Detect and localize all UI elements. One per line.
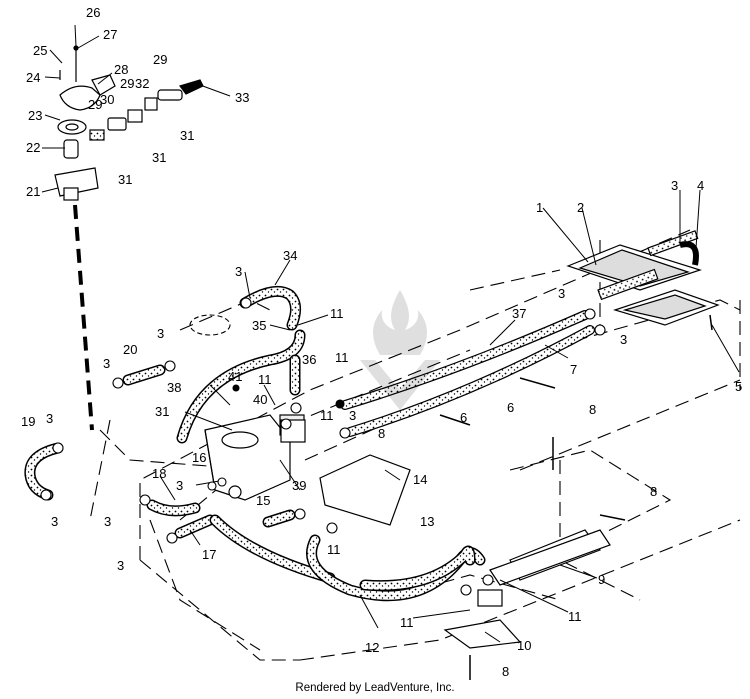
callout-label: 41 <box>228 369 242 384</box>
callout-label: 24 <box>26 70 40 85</box>
callout-label: 33 <box>235 90 249 105</box>
callout-label: 3 <box>103 356 110 371</box>
callout-label: 3 <box>104 514 111 529</box>
callout-label: 9 <box>598 572 605 587</box>
bolts <box>439 314 713 680</box>
hoses <box>24 285 595 602</box>
callout-label: 32 <box>135 76 149 91</box>
callout-label: 29 <box>88 97 102 112</box>
dashed-connector <box>73 204 94 431</box>
callout-label: 39 <box>292 478 306 493</box>
callout-label: 18 <box>152 466 166 481</box>
callout-label: 3 <box>46 411 53 426</box>
callout-label: 23 <box>28 108 42 123</box>
clamps <box>40 297 606 596</box>
callout-label: 4 <box>697 178 704 193</box>
callout-label: 3 <box>620 332 627 347</box>
callout-label: 8 <box>378 426 385 441</box>
thermostat-assembly <box>54 45 204 201</box>
callout-label: 11 <box>330 306 344 321</box>
callout-label: 15 <box>256 493 270 508</box>
callout-label: 3 <box>51 514 58 529</box>
callout-label: 8 <box>502 664 509 679</box>
callout-label: 31 <box>180 128 194 143</box>
dashed-clamp <box>189 314 231 336</box>
callout-label: 27 <box>103 27 117 42</box>
callout-label: 11 <box>568 609 582 624</box>
brackets <box>280 419 611 649</box>
callout-label: 11 <box>400 615 414 630</box>
callout-label: 11 <box>335 350 349 365</box>
callout-label: 40 <box>253 392 267 407</box>
footer-credit: Rendered by LeadVenture, Inc. <box>295 682 455 694</box>
callout-label: 3 <box>349 408 356 423</box>
callout-label: 6 <box>507 400 514 415</box>
callout-label: 25 <box>33 43 47 58</box>
callout-label: 28 <box>114 62 128 77</box>
callout-label: 3 <box>117 558 124 573</box>
callout-label: 35 <box>252 318 266 333</box>
callout-label: 29 <box>153 52 167 67</box>
callout-label: 37 <box>512 306 526 321</box>
callout-label: 10 <box>517 638 531 653</box>
callout-label: 31 <box>152 150 166 165</box>
callout-label: 17 <box>202 547 216 562</box>
callout-label: 21 <box>26 184 40 199</box>
radiator-cooler <box>566 230 720 326</box>
callout-label: 29 <box>120 76 134 91</box>
callout-label: 8 <box>589 402 596 417</box>
callout-label: 2 <box>577 200 584 215</box>
callout-label: 20 <box>123 342 137 357</box>
callout-label: 34 <box>283 248 297 263</box>
callout-label: 3 <box>176 478 183 493</box>
callout-label: 8 <box>650 484 657 499</box>
callout-label: 38 <box>167 380 181 395</box>
callout-label: 7 <box>570 362 577 377</box>
callout-labels: 26 27 25 24 28 32 29 29 23 30 29 22 31 3… <box>21 5 742 679</box>
callout-label: 6 <box>460 410 467 425</box>
callout-label: 26 <box>86 5 100 20</box>
callout-label: 16 <box>192 450 206 465</box>
callout-label: 3 <box>157 326 164 341</box>
callout-label: 31 <box>155 404 169 419</box>
callout-label: 30 <box>100 92 114 107</box>
callout-label: 13 <box>420 514 434 529</box>
callout-label: 3 <box>558 286 565 301</box>
callout-label: 3 <box>235 264 242 279</box>
callout-label: 36 <box>302 352 316 367</box>
callout-label: 3 <box>671 178 678 193</box>
callout-label: 11 <box>320 408 334 423</box>
leader-lines <box>41 24 740 643</box>
callout-label: 5 <box>735 379 742 394</box>
callout-label: 12 <box>365 640 379 655</box>
callout-label: 1 <box>536 200 543 215</box>
watermark-logo <box>360 290 440 410</box>
callout-label: 14 <box>413 472 427 487</box>
callout-label: 11 <box>327 542 341 557</box>
callout-label: 22 <box>26 140 40 155</box>
callout-label: 31 <box>118 172 132 187</box>
callout-label: 11 <box>258 372 272 387</box>
callout-label: 19 <box>21 414 35 429</box>
